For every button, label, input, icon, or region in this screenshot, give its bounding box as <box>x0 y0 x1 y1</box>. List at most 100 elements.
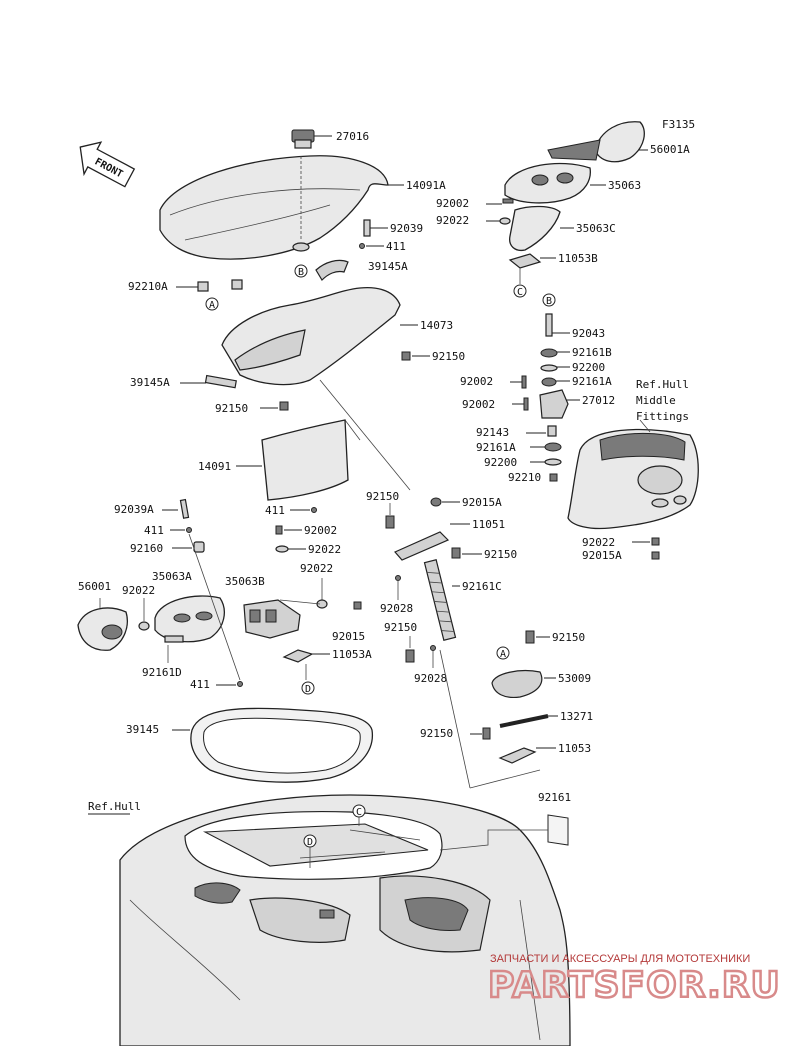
cap-27016 <box>291 129 332 149</box>
label-92002-c: 92002 <box>462 398 495 411</box>
callout-c-top <box>513 284 527 298</box>
label-35063B: 35063B <box>225 575 265 588</box>
watermark-tagline: ЗАПЧАСТИ И АКСЕССУАРЫ ДЛЯ МОТОТЕХНИКИ <box>490 953 750 965</box>
svg-text:C: C <box>356 807 362 818</box>
label-92028-a: 92028 <box>380 602 413 615</box>
label-92015: 92015 <box>332 630 365 643</box>
label-92002-d: 92002 <box>304 524 337 537</box>
label-11053: 11053 <box>558 742 591 755</box>
label-92150-g: 92150 <box>420 727 453 740</box>
label-92210A: 92210A <box>128 280 168 293</box>
label-92200-a: 92200 <box>572 361 605 374</box>
label-11053A: 11053A <box>332 648 372 661</box>
label-92015A-b: 92015A <box>582 549 622 562</box>
label-53009: 53009 <box>558 672 591 685</box>
label-92022-c: 92022 <box>308 543 341 556</box>
label-92022-e: 92022 <box>300 562 333 575</box>
label-92150-f: 92150 <box>552 631 585 644</box>
label-35063A: 35063A <box>152 570 192 583</box>
callout-b-right <box>542 293 556 307</box>
watermark-brand: PARTSFOR.RU <box>488 965 781 1006</box>
label-92039: 92039 <box>390 222 423 235</box>
damper-92161C <box>423 559 457 641</box>
holder-14073 <box>221 286 401 386</box>
label-39145: 39145 <box>126 723 159 736</box>
rod-13271 <box>499 714 549 728</box>
strip-39145A-top <box>315 259 349 281</box>
figure-code: F3135 <box>662 118 695 131</box>
svg-text:B: B <box>546 296 552 307</box>
label-92161B: 92161B <box>572 346 612 359</box>
mirror-base-35063C <box>509 205 561 252</box>
svg-text:D: D <box>305 684 311 695</box>
plate-11053A <box>282 649 314 663</box>
label-92143: 92143 <box>476 426 509 439</box>
label-411-c: 411 <box>144 524 164 537</box>
label-35063: 35063 <box>608 179 641 192</box>
label-92022-d: 92022 <box>122 584 155 597</box>
bolt-92043 <box>545 313 553 337</box>
label-56001A: 56001A <box>650 143 690 156</box>
label-27012: 27012 <box>582 394 615 407</box>
label-411-a: 411 <box>386 240 406 253</box>
label-92150-a: 92150 <box>432 350 465 363</box>
callout-a-top <box>205 297 219 311</box>
front-arrow-icon: FRONT <box>79 141 136 188</box>
strip-39145A-left <box>204 374 237 389</box>
label-92150-b: 92150 <box>215 402 248 415</box>
clip-92210A <box>197 281 209 292</box>
svg-text:A: A <box>209 300 215 311</box>
label-92161: 92161 <box>538 791 571 804</box>
mirror-housing-35063 <box>504 162 591 204</box>
seat-cover-14091A <box>159 155 389 260</box>
svg-text:D: D <box>307 837 313 848</box>
label-92015A-a: 92015A <box>462 496 502 509</box>
plate-11053B <box>508 253 542 269</box>
label-92161C: 92161C <box>462 580 502 593</box>
callout-b-top <box>294 264 308 278</box>
bolt-92039 <box>363 219 371 237</box>
label-11053B: 11053B <box>558 252 598 265</box>
label-92210: 92210 <box>508 471 541 484</box>
bracket-27012 <box>539 389 569 419</box>
latch-53009 <box>491 670 543 699</box>
label-92161A-a: 92161A <box>572 375 612 388</box>
label-92043: 92043 <box>572 327 605 340</box>
ref-hull-label: Ref.Hull <box>88 800 141 813</box>
label-35063C: 35063C <box>576 222 616 235</box>
svg-text:B: B <box>298 267 304 278</box>
callout-a-bottom <box>496 646 510 660</box>
label-92150-e: 92150 <box>384 621 417 634</box>
label-11051: 11051 <box>472 518 505 531</box>
ref-hull-mf-1: Ref.Hull <box>636 378 689 391</box>
mirror-56001A <box>594 121 645 163</box>
label-13271: 13271 <box>560 710 593 723</box>
label-92161D: 92161D <box>142 666 182 679</box>
ref-hull-mf-2: Middle <box>636 394 676 407</box>
label-92161A-b: 92161A <box>476 441 516 454</box>
label-14073: 14073 <box>420 319 453 332</box>
label-92022-b: 92022 <box>582 536 615 549</box>
label-411-b: 411 <box>265 504 285 517</box>
bracket-11051 <box>394 531 450 561</box>
label-92039A: 92039A <box>114 503 154 516</box>
label-39145A-top: 39145A <box>368 260 408 273</box>
label-411-d: 411 <box>190 678 210 691</box>
ref-hull-mf-3: Fittings <box>636 410 689 423</box>
label-56001: 56001 <box>78 580 111 593</box>
label-92150-c: 92150 <box>366 490 399 503</box>
label-92028-b: 92028 <box>414 672 447 685</box>
label-14091: 14091 <box>198 460 231 473</box>
panel-14091 <box>261 419 349 501</box>
nut-411-a <box>359 243 365 249</box>
label-92150-d: 92150 <box>484 548 517 561</box>
label-14091A: 14091A <box>406 179 446 192</box>
label-92200-b: 92200 <box>484 456 517 469</box>
callout-d-top <box>301 681 315 695</box>
label-39145A-left: 39145A <box>130 376 170 389</box>
label-92002-a: 92002 <box>436 197 469 210</box>
label-92160: 92160 <box>130 542 163 555</box>
label-92022-a: 92022 <box>436 214 469 227</box>
